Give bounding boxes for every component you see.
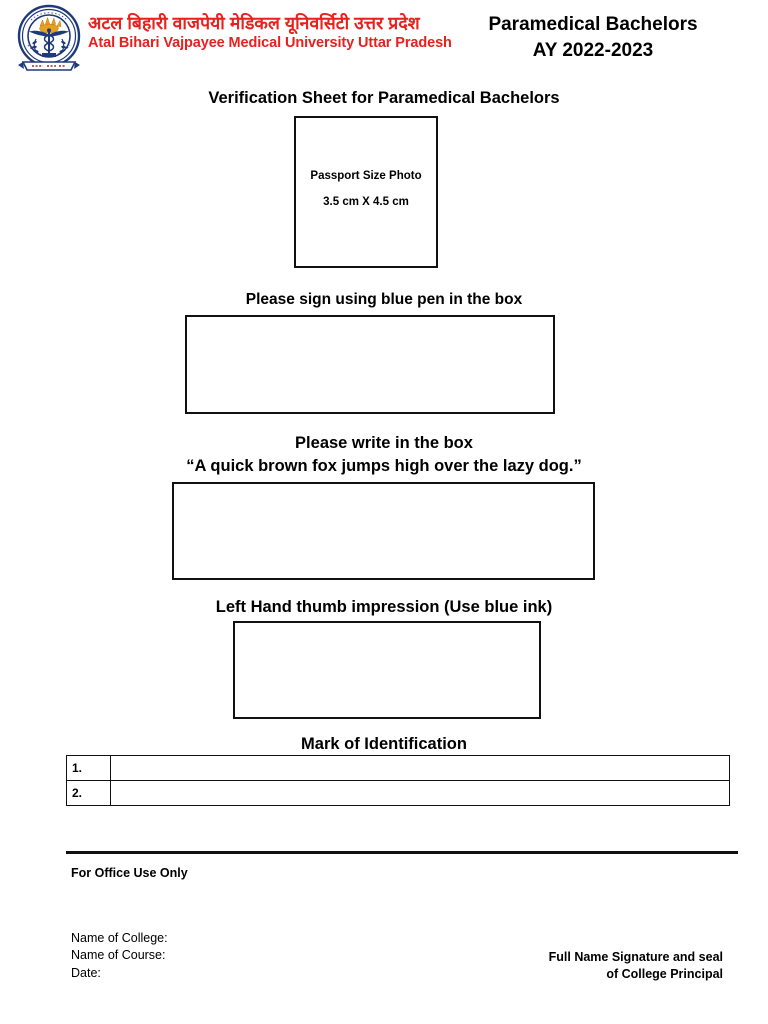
handwriting-sample-sentence: “A quick brown fox jumps high over the l… [186,457,582,475]
handwriting-instruction-line1: Please write in the box [295,434,473,452]
principal-signature-block: Full Name Signature and seal of College … [423,949,723,983]
signature-box[interactable] [185,315,555,414]
university-seal-caduceus-icon [12,3,86,75]
principal-signature-line2: of College Principal [606,967,723,981]
university-name-english: Atal Bihari Vajpayee Medical University … [88,35,452,51]
principal-signature-line1: Full Name Signature and seal [548,950,723,964]
photo-box-label-line1: Passport Size Photo [310,170,422,182]
program-title: Paramedical Bachelors [488,14,698,35]
thumb-impression-instruction: Left Hand thumb impression (Use blue ink… [215,598,553,616]
section-divider [66,851,738,854]
row-number: 2. [66,780,111,806]
thumb-impression-box[interactable] [233,621,541,719]
academic-year: AY 2022-2023 [532,40,654,61]
office-use-label: For Office Use Only [71,866,188,880]
mark-of-identification-table: 1. 2. [66,755,730,806]
date-label: Date: [71,966,101,980]
university-name-block: अटल बिहारी वाजपेयी मेडिकल यूनिवर्सिटी उत… [88,13,468,52]
program-header: Paramedical Bachelors AY 2022-2023 [443,12,743,64]
name-of-college-label: Name of College: [71,931,168,945]
name-of-course-label: Name of Course: [71,948,166,962]
table-row: 1. [66,755,730,781]
page-title: Verification Sheet for Paramedical Bache… [208,89,560,107]
mark-of-identification-input-1[interactable] [110,755,730,781]
photo-box-label-line2: 3.5 cm X 4.5 cm [323,196,409,208]
passport-photo-box[interactable]: Passport Size Photo 3.5 cm X 4.5 cm [294,116,438,268]
mark-of-identification-title: Mark of Identification [301,735,467,753]
table-row: 2. [66,780,730,806]
row-number: 1. [66,755,111,781]
document-header: अटल बिहारी वाजपेयी मेडिकल यूनिवर्सिटी उत… [0,0,768,78]
handwriting-box[interactable] [172,482,595,580]
mark-of-identification-input-2[interactable] [110,780,730,806]
signature-instruction: Please sign using blue pen in the box [245,291,523,308]
university-name-hindi: अटल बिहारी वाजपेयी मेडिकल यूनिवर्सिटी उत… [88,13,420,33]
